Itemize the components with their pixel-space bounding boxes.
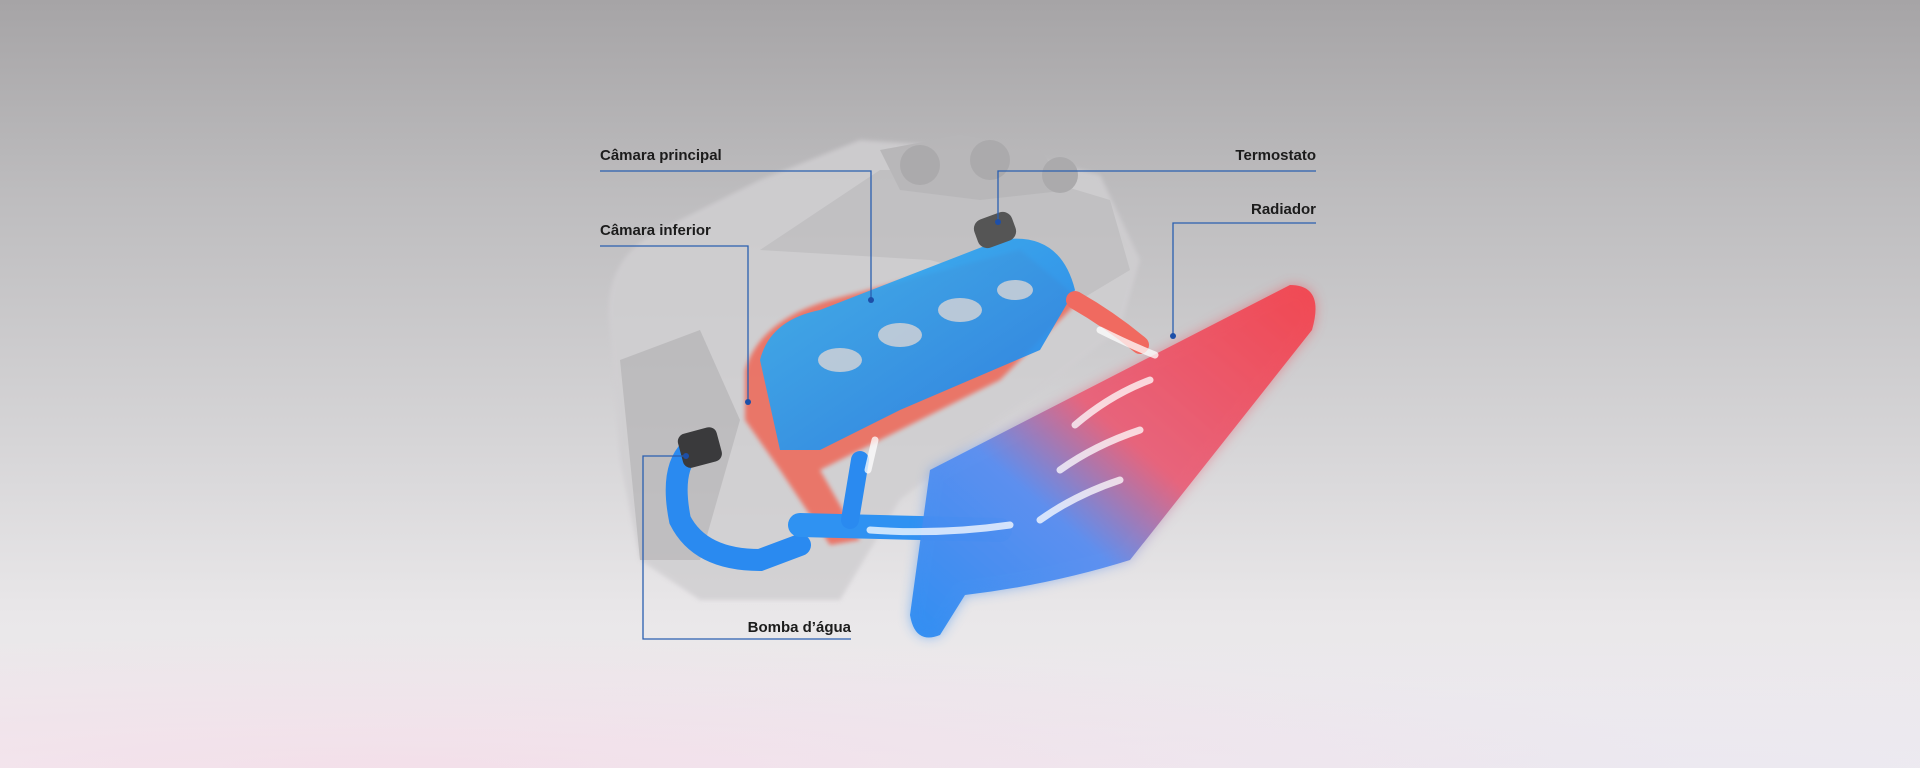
leader-lower-chamber	[600, 245, 749, 402]
leader-main-chamber	[600, 170, 872, 300]
label-water-pump: Bomba d’água	[747, 619, 851, 636]
label-lower-chamber: Câmara inferior	[600, 222, 711, 239]
leader-lines	[600, 170, 1316, 640]
label-thermostat: Termostato	[1235, 147, 1316, 164]
leader-water-pump	[642, 455, 851, 640]
water-pump-body	[677, 427, 722, 468]
background-tint	[0, 608, 1920, 768]
flow-arrows	[864, 326, 1159, 536]
label-radiator: Radiador	[1250, 201, 1316, 218]
leader-radiator	[1172, 222, 1316, 336]
water-jacket	[760, 211, 1075, 450]
radiator-core	[910, 285, 1316, 638]
leader-dots	[683, 219, 1176, 459]
leader-thermostat	[997, 170, 1316, 222]
label-main-chamber: Câmara principal	[600, 147, 722, 164]
